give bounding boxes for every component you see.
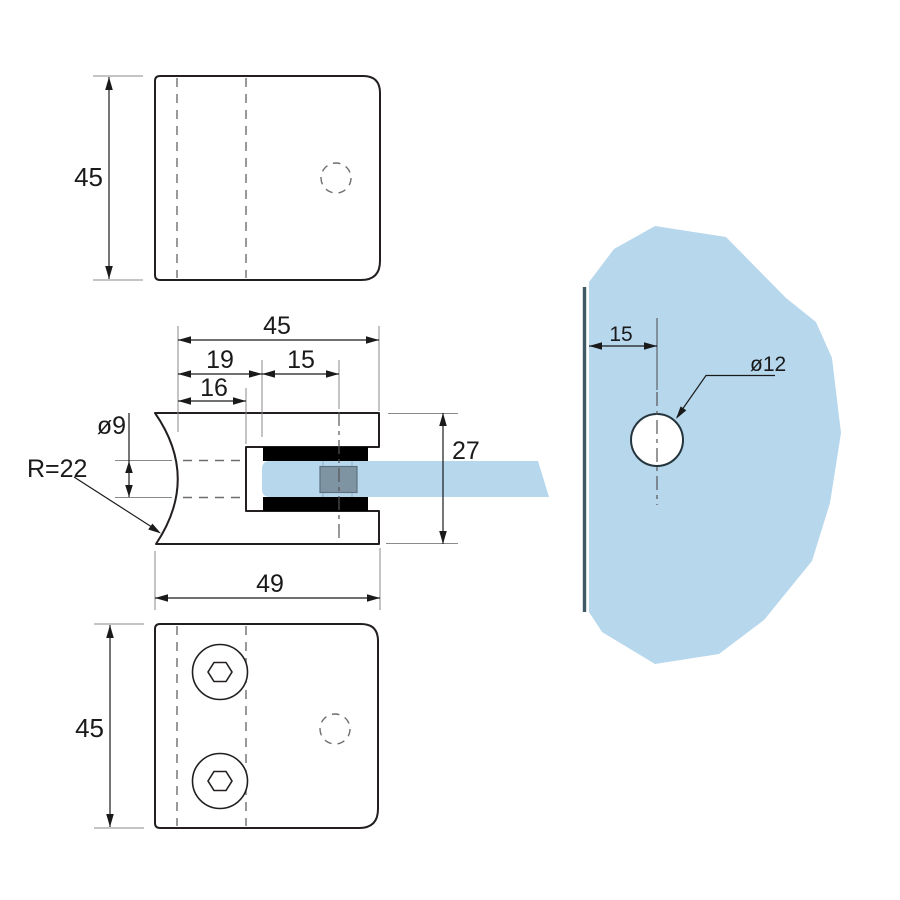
arrowhead xyxy=(233,397,246,405)
front-view-bottom: 45 xyxy=(75,623,379,829)
arrowhead xyxy=(178,397,191,405)
dim-glass-inset-label: 19 xyxy=(206,346,234,374)
arrowhead xyxy=(178,370,191,378)
radius-label: R=22 xyxy=(27,455,87,483)
arrowhead xyxy=(125,485,133,497)
arrowhead xyxy=(105,266,113,279)
dim-height-label: 45 xyxy=(75,713,104,743)
clamp-face-outline xyxy=(154,75,381,281)
gasket-bottom xyxy=(263,497,368,511)
arrowhead xyxy=(439,413,447,426)
dim-thickness-label: 27 xyxy=(452,437,480,465)
arrowhead xyxy=(106,625,114,638)
front-view-top: 45 xyxy=(74,75,381,281)
arrowhead xyxy=(125,461,133,473)
arrowhead xyxy=(148,523,161,534)
arrowhead xyxy=(106,814,114,827)
arrowhead xyxy=(589,342,602,350)
dim-hole-offset-label: 15 xyxy=(287,346,315,374)
arrowhead xyxy=(367,594,380,602)
dim-slot-depth-label: 16 xyxy=(200,374,228,402)
dim-panel-hole-label: ø12 xyxy=(750,353,786,376)
arrowhead xyxy=(676,406,687,419)
arrowhead xyxy=(439,531,447,544)
dim-width-label: 45 xyxy=(263,312,291,340)
glass-panel-view: 15 ø12 xyxy=(582,226,841,664)
clamp-back-outline xyxy=(154,623,379,829)
arrowhead xyxy=(155,594,168,602)
dim-height-label: 45 xyxy=(74,162,103,192)
leader-line xyxy=(676,374,775,418)
glass-panel xyxy=(589,226,841,664)
arrowhead xyxy=(366,336,379,344)
hidden-hole-circle xyxy=(320,162,352,194)
leader-line xyxy=(73,476,159,532)
arrowhead xyxy=(262,370,275,378)
glass-strip xyxy=(262,461,549,497)
bolt-hex-socket xyxy=(207,770,233,792)
dim-depth-label: 49 xyxy=(256,570,284,598)
arrowhead xyxy=(249,370,262,378)
dim-back-hole-label: ø9 xyxy=(97,412,126,440)
arrowhead xyxy=(644,342,657,350)
arrowhead xyxy=(178,336,191,344)
arrowhead xyxy=(105,77,113,90)
hidden-hole-circle xyxy=(319,713,351,745)
section-view: 45 19 15 16 49 27 ø9 R=22 xyxy=(27,312,549,610)
dim-edge-distance-label: 15 xyxy=(609,323,632,346)
bolt-hex-socket xyxy=(207,661,233,683)
gasket-top xyxy=(263,447,368,461)
arrowhead xyxy=(326,370,339,378)
clamp-section-outline xyxy=(154,412,380,545)
